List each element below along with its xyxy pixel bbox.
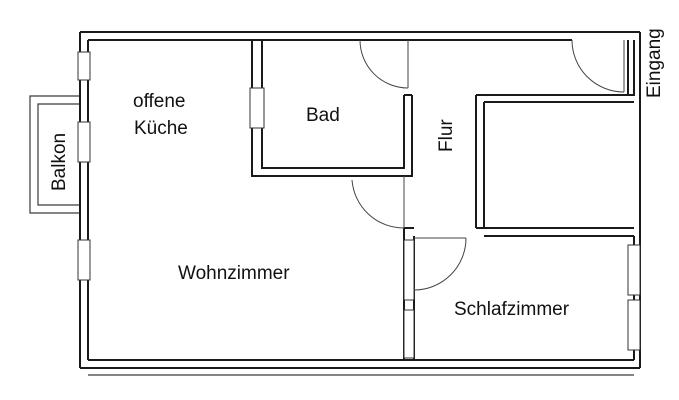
balcony (29, 95, 80, 214)
label-bath: Bad (306, 105, 340, 126)
doors (351, 39, 625, 291)
label-living-room: Wohnzimmer (178, 263, 290, 284)
bath-walls (249, 40, 413, 177)
label-kitchen-line1: offene (133, 91, 185, 112)
partition-walls (403, 227, 415, 360)
label-kitchen-line2: Küche (134, 118, 188, 139)
label-balcony: Balkon (49, 133, 70, 191)
label-entrance: Eingang (644, 28, 665, 98)
label-bedroom: Schlafzimmer (454, 299, 570, 320)
label-hall: Flur (436, 119, 457, 152)
outer-walls (79, 31, 641, 376)
hall-walls (404, 40, 635, 237)
windows (77, 51, 641, 351)
